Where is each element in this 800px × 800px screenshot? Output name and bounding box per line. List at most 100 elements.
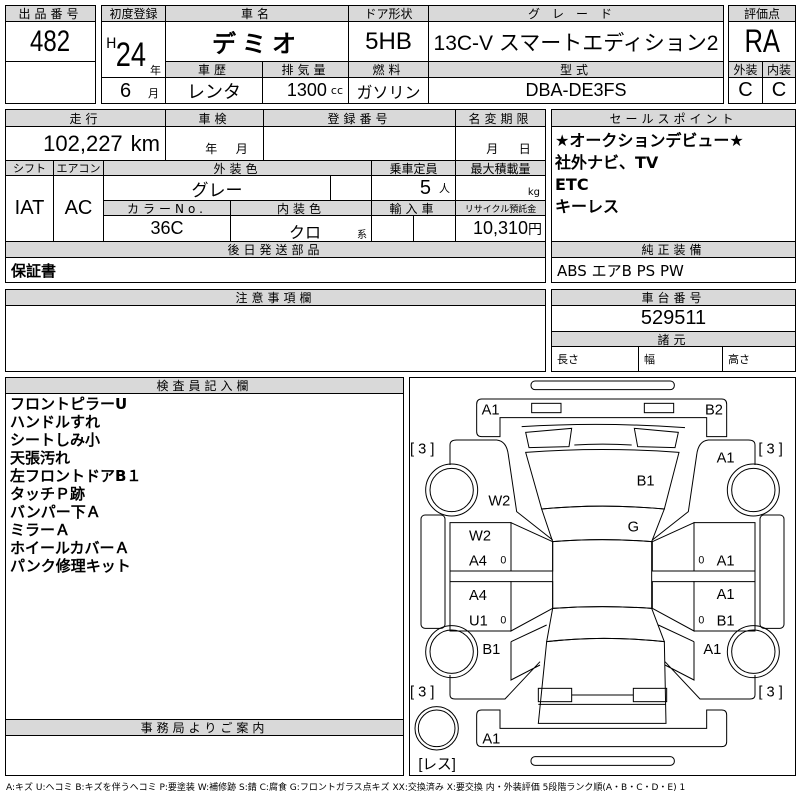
capacity-unit: 人 bbox=[439, 182, 450, 195]
recycle-value: 10,310 bbox=[472, 218, 528, 238]
displacement-unit: cc bbox=[330, 84, 343, 97]
label-quarter-r: A1 bbox=[703, 642, 721, 658]
inspector-list: フロントピラーU ハンドルすれ シートしみ小 天張汚れ 左フロントドアB１ タッ… bbox=[10, 395, 141, 575]
mileage-value: 102,227 bbox=[43, 130, 123, 156]
inspector-item: ハンドルすれ bbox=[10, 413, 101, 431]
name-change-day-unit: 日 bbox=[518, 142, 531, 156]
label-door-fl-2: A4 bbox=[469, 554, 487, 570]
reg-number-label: 登録番号 bbox=[263, 109, 456, 127]
fog-lamp-left bbox=[531, 402, 562, 414]
history-value: レンタ bbox=[165, 77, 263, 104]
fog-lamp-right bbox=[643, 402, 675, 414]
inspector-item: タッチＰ跡 bbox=[10, 485, 86, 503]
lot-value: 482 bbox=[30, 24, 71, 58]
inspector-item: ホイールカバーＡ bbox=[10, 539, 130, 557]
label-door-fl-mark: 0 bbox=[500, 554, 506, 566]
lot-number: 482 bbox=[5, 21, 96, 62]
inspection-label: 車検 bbox=[165, 109, 264, 127]
sales-points-list: ★オークションデビュー★ 社外ナビ、TV ETC キーレス bbox=[555, 130, 744, 218]
headlight-left bbox=[525, 427, 573, 449]
sales-points-label: セールスポイント bbox=[551, 109, 796, 127]
rear-bumper bbox=[476, 709, 728, 748]
car-name-label: 車名 bbox=[165, 5, 349, 22]
first-reg-cell: H 24 年 6 月 bbox=[101, 21, 166, 104]
rear-strip bbox=[530, 756, 675, 766]
grade-value: 13C-V スマートエディション2 bbox=[428, 21, 724, 62]
inspector-item: フロントピラーU bbox=[10, 395, 128, 413]
recycle-unit: 円 bbox=[528, 221, 542, 238]
name-change-cell: 月日 bbox=[455, 126, 546, 161]
year-unit: 年 bbox=[150, 64, 161, 77]
mileage-unit: km bbox=[130, 130, 160, 156]
label-hood: B1 bbox=[637, 474, 655, 490]
displacement-value: 1300 bbox=[286, 80, 327, 100]
import-cell-2 bbox=[413, 215, 456, 242]
specs-label: 諸元 bbox=[551, 331, 796, 347]
interior-score: C bbox=[762, 77, 796, 104]
car-diagram: A1 B2 [ 3 ] [ 3 ] [ 3 ] [ 3 ] A1 B1 W2 G… bbox=[410, 380, 785, 773]
label-fender-l: W2 bbox=[488, 494, 510, 510]
label-tire-fr: [ 3 ] bbox=[758, 441, 782, 457]
label-tire-rl: [ 3 ] bbox=[410, 685, 434, 701]
label-tire-fl: [ 3 ] bbox=[410, 441, 434, 457]
max-load-cell: kg bbox=[455, 175, 546, 201]
lot-blank bbox=[5, 61, 96, 104]
inspector-item: シートしみ小 bbox=[10, 431, 101, 449]
label-windshield: G bbox=[628, 520, 639, 536]
spec-height: 高さ bbox=[722, 346, 796, 372]
capacity-label: 乗車定員 bbox=[371, 160, 456, 176]
sales-point: キーレス bbox=[555, 197, 620, 216]
label-door-fl-1: W2 bbox=[469, 529, 491, 545]
score-cell: RA bbox=[728, 21, 796, 62]
label-quarter-l: B1 bbox=[482, 642, 500, 658]
trunk bbox=[537, 637, 667, 724]
score-label: 評価点 bbox=[728, 5, 796, 22]
interior-label: 内装 bbox=[762, 61, 796, 78]
exterior-label: 外装 bbox=[728, 61, 763, 78]
right-side bbox=[651, 439, 785, 700]
door-value: 5HB bbox=[348, 21, 429, 62]
tail-lamp-right bbox=[632, 687, 668, 703]
grille-line bbox=[521, 423, 686, 429]
side-skirt bbox=[420, 514, 446, 629]
grade-label: グレード bbox=[428, 5, 724, 22]
max-load-label: 最大積載量 bbox=[455, 160, 546, 176]
inspection-cell: 年月 bbox=[165, 126, 264, 161]
sales-point: ETC bbox=[555, 175, 589, 194]
model-code-label: 型式 bbox=[428, 61, 724, 78]
label-door-rr-mark: 0 bbox=[698, 614, 704, 626]
inspector-label: 検査員記入欄 bbox=[5, 377, 404, 394]
hood bbox=[525, 449, 680, 510]
label-door-fr-mark: 0 bbox=[698, 554, 704, 566]
inspector-item: パンク修理キット bbox=[10, 557, 131, 575]
chassis-value: 529511 bbox=[551, 305, 796, 332]
equipment-value: ABS エアB PS PW bbox=[551, 257, 796, 283]
month-unit: 月 bbox=[148, 87, 159, 100]
sales-point: ★オークションデビュー★ bbox=[555, 131, 744, 150]
front-bumper bbox=[476, 398, 728, 438]
fuel-value: ガソリン bbox=[348, 77, 429, 104]
door-label: ドア形状 bbox=[348, 5, 429, 22]
label-door-rl-2: U1 bbox=[469, 614, 488, 630]
spec-width: 幅 bbox=[638, 346, 723, 372]
diagram-box bbox=[409, 377, 796, 776]
tail-lamp-left bbox=[537, 687, 573, 703]
name-change-month-unit: 月 bbox=[486, 142, 499, 156]
label-rear-bumper: A1 bbox=[482, 731, 500, 747]
reg-number-value bbox=[263, 126, 456, 161]
first-reg-label: 初度登録 bbox=[101, 5, 166, 22]
max-load-unit: kg bbox=[527, 187, 540, 198]
reg-year: 24 bbox=[115, 36, 147, 74]
int-color-cell: クロ系 bbox=[230, 215, 372, 242]
mileage-cell: 102,227 km bbox=[5, 126, 166, 161]
notes-label: 注意事項欄 bbox=[5, 289, 546, 306]
spec-length: 長さ bbox=[551, 346, 639, 372]
aircon-value: AC bbox=[53, 175, 104, 242]
chassis-label: 車台番号 bbox=[551, 289, 796, 306]
windshield bbox=[540, 505, 666, 543]
name-change-label: 名変期限 bbox=[455, 109, 546, 127]
sales-point: 社外ナビ、TV bbox=[555, 153, 659, 172]
